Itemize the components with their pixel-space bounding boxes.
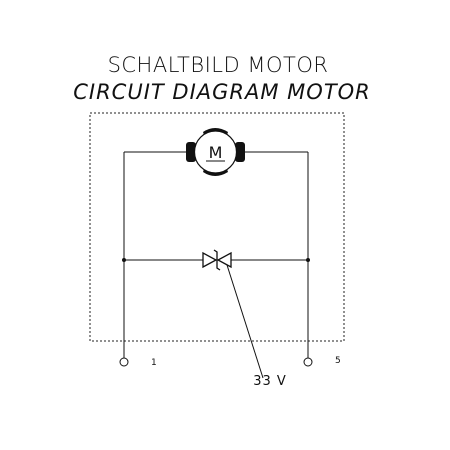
terminal-5 xyxy=(303,357,313,367)
title-german: SCHALTBILD MOTOR xyxy=(108,53,329,77)
terminal-label-5: 5 xyxy=(335,356,341,366)
title-english: CIRCUIT DIAGRAM MOTOR xyxy=(73,80,371,104)
motor-icon: M xyxy=(186,128,245,176)
junction-left xyxy=(122,258,126,262)
suppressor-diode-icon xyxy=(202,249,232,271)
motor-label: M xyxy=(209,143,223,162)
junction-right xyxy=(306,258,310,262)
terminal-label-1: 1 xyxy=(151,358,157,368)
label-leader-line xyxy=(226,264,264,379)
component-label: 33 V xyxy=(253,374,287,389)
housing-outline xyxy=(89,112,345,342)
terminal-1 xyxy=(119,357,129,367)
